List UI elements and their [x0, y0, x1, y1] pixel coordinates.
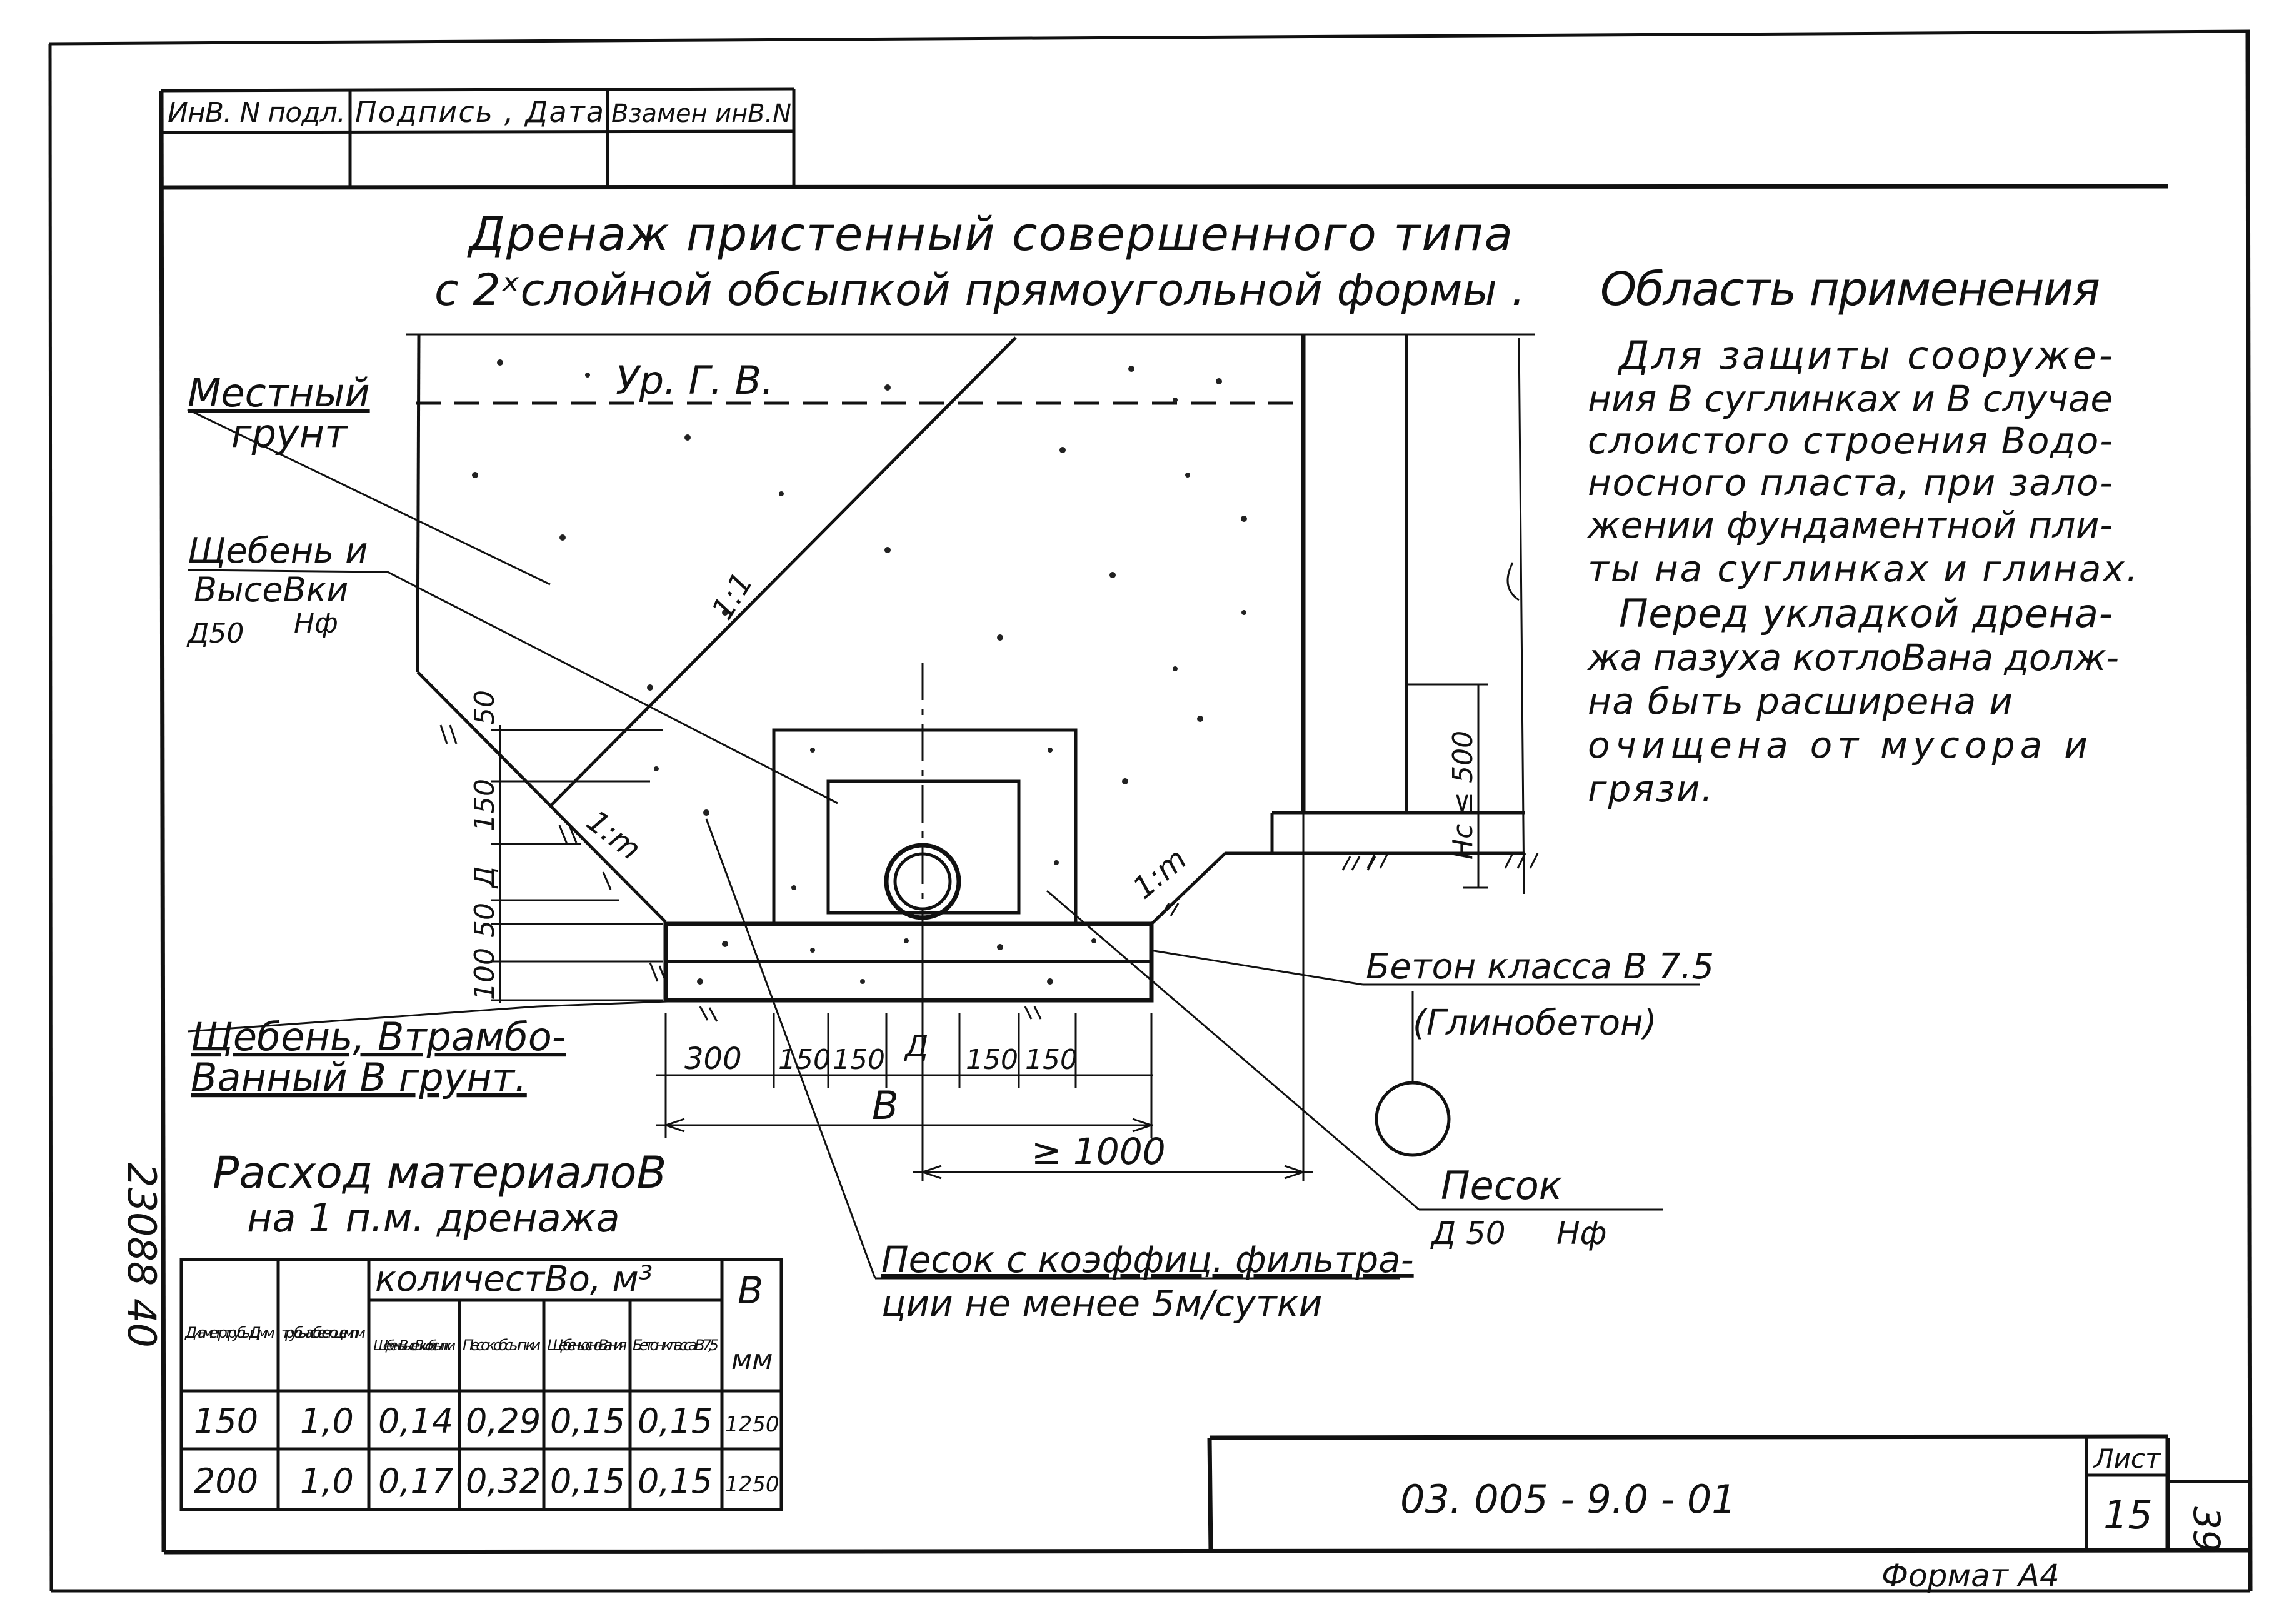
materials-table: Расход материалоВ на 1 п.м. дренажа коли… [179, 1147, 783, 1511]
label-water-level: Ур. Г. В. [616, 358, 774, 403]
stamp-col3: Взамен инВ.N [611, 99, 791, 128]
area-heading: Область применения [1600, 263, 2100, 316]
dim-v-d: Д [469, 866, 501, 889]
area-line-10: очищена от мусора и [1588, 724, 2088, 766]
table-r2-c6: 0,15 [638, 1461, 713, 1501]
area-line-9: на быть расширена и [1588, 680, 2013, 723]
stamp-col2: Подпись , Дата [355, 95, 604, 129]
table-r1-c7: 1250 [725, 1412, 779, 1437]
soil-dots [472, 359, 1247, 985]
label-gravel-1: Щебень и [188, 531, 368, 571]
dim-v-50-bot: 50 [469, 903, 501, 938]
dim-h-d: Д [904, 1029, 929, 1064]
area-line-11: грязи. [1588, 768, 1713, 810]
area-line-6: ты на суглинках и глинах. [1588, 548, 2138, 590]
dim-v-50-top: 50 [469, 690, 501, 725]
table-r1-c3: 0,14 [378, 1401, 453, 1441]
table-r1-c5: 0,15 [550, 1401, 625, 1441]
area-line-2: ния В суглинках и В случае [1588, 378, 2113, 420]
area-line-5: жении фундаментной пли- [1586, 504, 2113, 546]
area-line-8: жа пазуха котлоВана долж- [1586, 636, 2119, 679]
dim-v-100: 100 [469, 948, 501, 1000]
pipe-legend-circle [1375, 1081, 1451, 1157]
materials-title-1: Расход материалоВ [213, 1147, 666, 1198]
materials-title-2: на 1 п.м. дренажа [247, 1195, 620, 1241]
dim-h-150-b: 150 [833, 1044, 885, 1076]
table-r1-c2: 1,0 [300, 1401, 354, 1441]
area-line-3: слоистого строения Водо- [1588, 419, 2113, 462]
application-area: Область применения Для защиты сооруже- н… [1586, 263, 2138, 810]
stamp-col1: ИнВ. N подл. [168, 97, 346, 129]
slope-1-1-line [549, 336, 1017, 808]
label-d50: Д50 [186, 618, 244, 649]
table-col-4: Песок обсып-ки [463, 1336, 541, 1354]
table-r2-c2: 1,0 [300, 1461, 354, 1501]
label-tamped-1: Щебень, Втрамбо- [191, 1014, 566, 1060]
table-r1-c6: 0,15 [638, 1401, 713, 1441]
table-b-unit: мм [731, 1344, 773, 1376]
approval-stamp: ИнВ. N подл. Подпись , Дата Взамен инВ.N [161, 87, 796, 188]
label-gravel-2: ВысеВки [194, 570, 348, 609]
label-slope-m-left: 1:m [580, 803, 648, 867]
label-concrete-1: Бетон класса В 7.5 [1366, 946, 1714, 987]
annotations: Ур. Г. В. Местный грунт Щебень и ВысеВки… [186, 358, 1714, 1325]
archive-number: 23088 40 [119, 1163, 164, 1348]
label-filter-sand-1: Песок с коэффиц. фильтра- [881, 1238, 1414, 1281]
dim-v-150: 150 [469, 779, 501, 831]
label-tamped-2: Ванный В грунт. [191, 1055, 527, 1100]
drawing-code: 03. 005 - 9.0 - 01 [1400, 1476, 1736, 1522]
area-line-1: Для защиты сооруже- [1617, 333, 2113, 378]
label-local-soil-2: грунт [231, 411, 348, 456]
paper-format: Формат А4 [1881, 1558, 2060, 1594]
label-local-soil-1: Местный [188, 370, 370, 416]
label-hf: Нф [294, 608, 338, 639]
sheet-number: 15 [2103, 1492, 2153, 1538]
dim-h-150-c: 150 [966, 1044, 1018, 1076]
table-col-1: Диаметр трубы Д, мм [184, 1324, 275, 1341]
drainage-cross-section: 50 150 Д 50 100 300 150 150 Д 150 150 В … [187, 333, 1700, 1280]
table-col-6: Бетон класса В 7,5 [633, 1336, 719, 1354]
dim-h-150-d: 150 [1025, 1044, 1078, 1076]
label-sand-d50: Д 50 [1430, 1215, 1506, 1251]
dim-width-b: В [872, 1083, 899, 1128]
label-filter-sand-2: ции не менее 5м/сутки [881, 1282, 1322, 1325]
drawing-title-line1: Дренаж пристенный совершенного типа [467, 208, 1513, 261]
table-col-3: Щебень ВысеВки обсыпки [373, 1338, 456, 1354]
sheet-label: Лист [2093, 1443, 2161, 1474]
title-block: 03. 005 - 9.0 - 01 Лист 15 Формат А4 39 [1207, 1434, 2250, 1594]
dim-he-500: Нс ≤ 500 [1447, 731, 1479, 860]
label-slope-1-1: 1:1 [705, 566, 760, 626]
table-col-2: трубы асбес-тоцем. п.м [281, 1324, 366, 1341]
sheet-frame [48, 29, 2253, 1593]
label-sand-hf: Нф [1556, 1215, 1606, 1251]
drawing-title-line2: с 2ˣслойной обсыпкой прямоугольной формы… [434, 264, 1525, 316]
label-sand: Песок [1441, 1163, 1563, 1208]
table-r2-c5: 0,15 [550, 1461, 625, 1501]
table-r1-c4: 0,29 [466, 1401, 541, 1441]
dim-h-150-a: 150 [778, 1044, 831, 1076]
label-slope-m-right: 1:m [1126, 841, 1194, 906]
table-r2-c7: 1250 [725, 1472, 779, 1497]
table-r1-c1: 150 [194, 1401, 258, 1441]
gravel-filter-box [772, 728, 1078, 926]
side-page-number: 39 [2185, 1506, 2228, 1553]
table-r2-c3: 0,17 [378, 1461, 453, 1501]
label-concrete-2: (Глинобетон) [1413, 1003, 1656, 1043]
table-b-header: В [738, 1269, 763, 1313]
dim-min-1000: ≥ 1000 [1031, 1130, 1166, 1173]
table-r2-c1: 200 [194, 1461, 258, 1501]
area-line-4: носного пласта, при зало- [1588, 461, 2113, 504]
table-r2-c4: 0,32 [466, 1461, 541, 1501]
table-col-5: Щебень осно-Вания [547, 1336, 627, 1354]
dim-h-300: 300 [684, 1041, 742, 1076]
area-line-7: Перед укладкой дрена- [1619, 591, 2113, 636]
table-qty-header: количестВо, м³ [375, 1259, 653, 1300]
